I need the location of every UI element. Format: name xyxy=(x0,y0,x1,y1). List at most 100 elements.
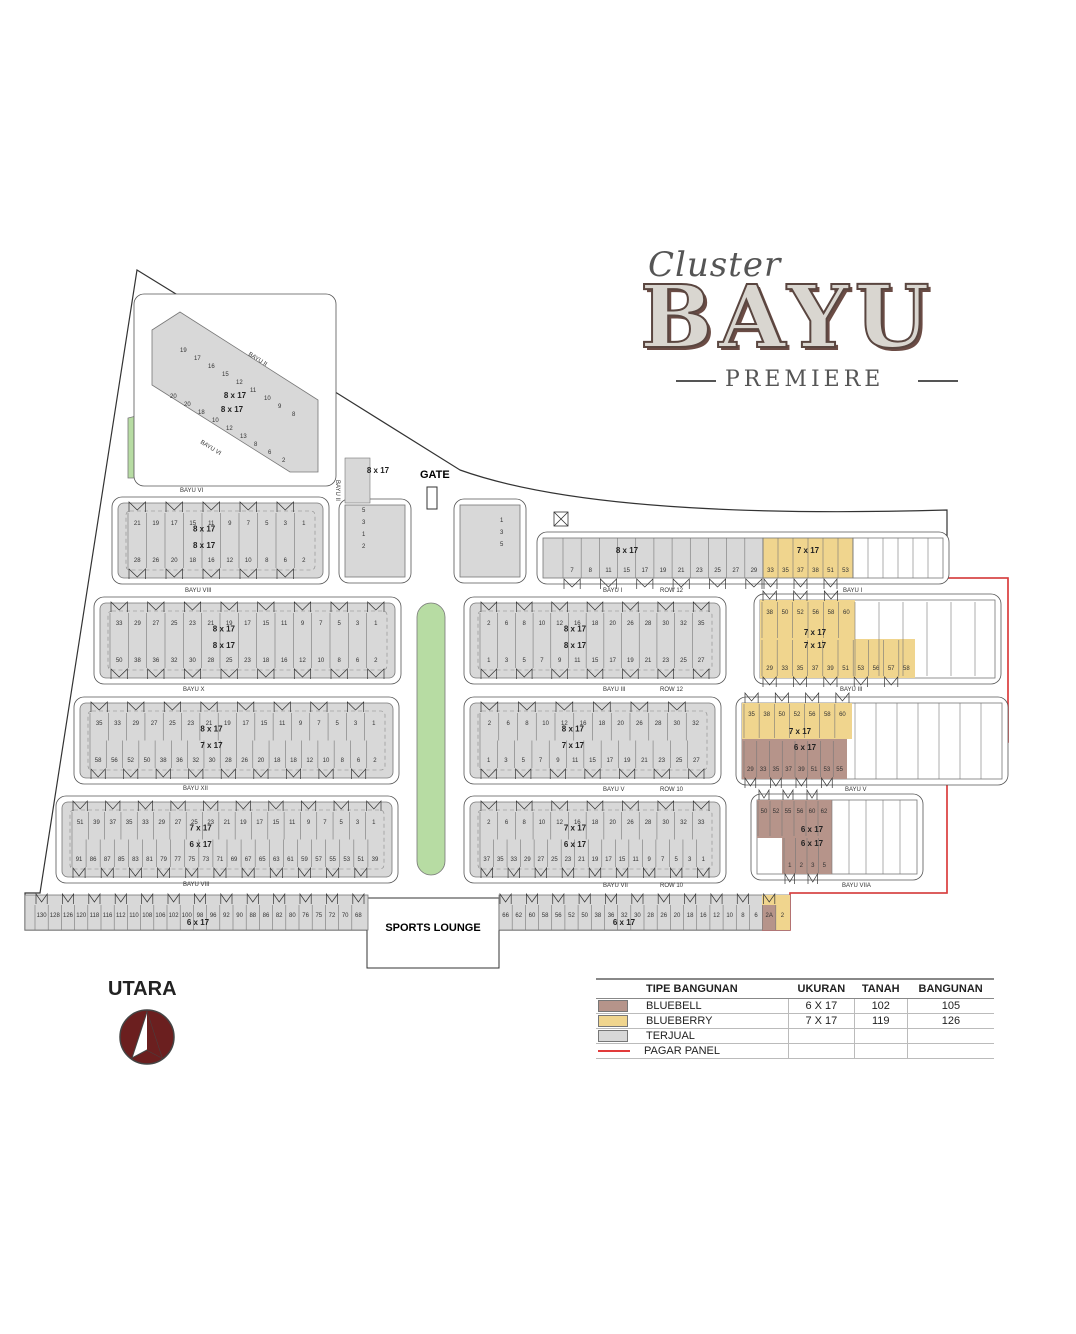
street-row12-1: ROW 12 xyxy=(660,588,684,594)
entrance-mark xyxy=(770,776,782,788)
lot-number: 8 xyxy=(265,558,269,564)
lot-number: 17 xyxy=(194,356,201,362)
lot-number: 33 xyxy=(760,767,767,773)
entrance-mark xyxy=(183,668,202,679)
entrance-mark xyxy=(784,872,795,884)
lot-dimension-label: 7 x 17 xyxy=(789,727,812,736)
lot-number: 33 xyxy=(510,857,517,863)
street-bayu-v-2: BAYU V xyxy=(845,787,867,793)
entrance-mark xyxy=(167,892,180,904)
entrance-mark xyxy=(293,601,312,612)
block-dashed-line xyxy=(107,610,388,671)
lot-number: 37 xyxy=(483,857,490,863)
entrance-mark xyxy=(257,601,275,612)
lot-number: 38 xyxy=(160,758,167,764)
entrance-mark xyxy=(213,866,227,878)
entrance-mark xyxy=(793,578,808,589)
lot-number: 3 xyxy=(356,820,360,826)
lot-number: 1 xyxy=(362,532,366,538)
entrance-mark xyxy=(774,692,789,703)
lot-number: 10 xyxy=(539,820,546,826)
lot-number: 56 xyxy=(809,712,816,718)
entrance-mark xyxy=(354,866,368,878)
lot-number: 33 xyxy=(142,820,149,826)
lot-number: 1 xyxy=(487,758,491,764)
lot-number: 19 xyxy=(624,758,631,764)
entrance-mark xyxy=(293,668,312,679)
lot-number: 52 xyxy=(773,809,780,815)
lot-number: 50 xyxy=(761,809,768,815)
legend-table: TIPE BANGUNAN UKURAN TANAH BANGUNAN BLUE… xyxy=(596,978,996,1059)
lot-number: 112 xyxy=(116,913,126,919)
entrance-mark xyxy=(480,601,498,612)
entrance-mark xyxy=(333,800,349,811)
lot-number: 25 xyxy=(191,820,198,826)
lot-number: 58 xyxy=(824,712,831,718)
lot-number: 35 xyxy=(773,767,780,773)
lot-number: 6 xyxy=(505,820,509,826)
lot-number: 1 xyxy=(487,658,491,664)
lot-number: 32 xyxy=(192,758,199,764)
entrance-mark xyxy=(200,701,218,712)
terjual-swatch xyxy=(598,1030,628,1043)
blueberry-swatch xyxy=(598,1015,628,1028)
lot-block xyxy=(24,894,369,931)
lot-dimension-label: 6 x 17 xyxy=(801,825,824,834)
lot-number: 39 xyxy=(798,767,805,773)
lot-number: 52 xyxy=(127,758,134,764)
lot-number: 26 xyxy=(627,621,634,627)
entrance-mark xyxy=(526,892,538,904)
lot-number: 21 xyxy=(645,658,652,664)
lot-number: 1 xyxy=(372,721,376,727)
entrance-mark xyxy=(165,501,183,512)
entrance-mark xyxy=(516,800,533,811)
entrance-mark xyxy=(141,892,154,904)
entrance-mark xyxy=(127,701,145,712)
lot-number: 5 xyxy=(522,758,526,764)
lot-number: 19 xyxy=(592,857,599,863)
lot-number: 55 xyxy=(836,767,843,773)
entrance-mark xyxy=(366,800,382,811)
lot-number: 2 xyxy=(282,458,286,464)
lot-dimension-label: 8 x 17 xyxy=(213,641,236,650)
lot-number: 27 xyxy=(538,857,545,863)
entrance-mark xyxy=(670,866,683,878)
lot-number: 73 xyxy=(203,857,210,863)
entrance-mark xyxy=(90,701,108,712)
lot-number: 50 xyxy=(116,658,123,664)
entrance-mark xyxy=(202,501,220,512)
entrance-mark xyxy=(551,800,568,811)
lot-number: 29 xyxy=(158,820,165,826)
lot-number: 20 xyxy=(184,402,191,408)
lot-number: 35 xyxy=(126,820,133,826)
legend-ukuran xyxy=(788,1028,855,1044)
lot-number: 53 xyxy=(857,666,864,672)
lot-number: 9 xyxy=(278,404,282,410)
entrance-mark xyxy=(600,578,617,589)
lot-number: 108 xyxy=(142,913,153,919)
entrance-mark xyxy=(220,668,238,679)
lot-dimension-label: 6 x 17 xyxy=(801,839,824,848)
lot-number: 25 xyxy=(551,857,558,863)
lot-number: 58 xyxy=(903,666,910,672)
entrance-mark xyxy=(605,892,617,904)
lot-number: 102 xyxy=(169,913,180,919)
lot-number: 57 xyxy=(315,857,322,863)
bluebell-swatch xyxy=(598,1000,628,1013)
entrance-mark xyxy=(515,768,532,779)
lot-number: 15 xyxy=(273,820,280,826)
lot-number: 130 xyxy=(37,913,48,919)
lot-number: 18 xyxy=(189,558,196,564)
lot-number: 11 xyxy=(208,521,215,527)
lot-number: 72 xyxy=(329,913,336,919)
entrance-mark xyxy=(710,892,723,904)
legend-row: TERJUAL xyxy=(596,1028,994,1044)
entrance-mark xyxy=(188,768,204,779)
lot-number: 28 xyxy=(645,621,652,627)
entrance-mark xyxy=(653,768,670,779)
lot-number: 62 xyxy=(821,809,828,815)
lot-number: 12 xyxy=(561,721,568,727)
lot-number: 3 xyxy=(356,621,360,627)
street-bayu-vii: BAYU VII xyxy=(603,883,628,889)
lot-number: 6 xyxy=(357,758,361,764)
